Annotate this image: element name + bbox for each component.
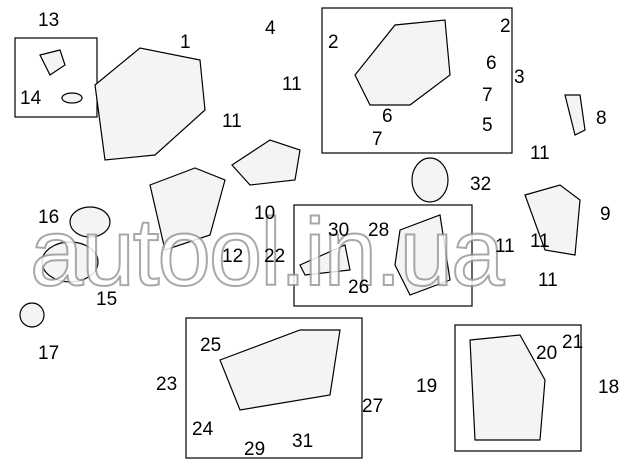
callout-11: 11 <box>495 236 515 257</box>
callout-16: 16 <box>38 207 59 228</box>
resonator-32 <box>411 157 449 203</box>
clamp-17 <box>19 302 45 328</box>
callout-30: 30 <box>328 220 349 241</box>
callout-6: 6 <box>486 53 497 74</box>
bracket-10 <box>231 139 301 186</box>
callout-11: 11 <box>530 231 550 252</box>
callout-31: 31 <box>292 431 313 452</box>
callout-14: 14 <box>20 88 42 109</box>
callout-7: 7 <box>482 85 493 106</box>
callout-6: 6 <box>382 106 393 127</box>
callout-7: 7 <box>372 129 383 150</box>
bracket-8 <box>564 94 586 136</box>
watermark: autool.in.ua <box>30 199 505 306</box>
group-box-23 <box>185 317 363 459</box>
group-box-13 <box>14 37 98 118</box>
callout-10: 10 <box>254 203 275 224</box>
air-filter-element <box>149 167 226 251</box>
resonator-23 <box>219 329 341 411</box>
callout-29: 29 <box>244 439 265 460</box>
callout-25: 25 <box>200 335 221 356</box>
bracket-26 <box>299 244 351 276</box>
callout-11: 11 <box>222 111 242 132</box>
air-cleaner-cover <box>354 19 451 106</box>
callout-18: 18 <box>598 377 619 398</box>
callout-27: 27 <box>362 396 383 417</box>
callout-32: 32 <box>470 174 491 195</box>
callout-19: 19 <box>416 376 437 397</box>
group-box-22 <box>293 204 473 307</box>
callout-1: 1 <box>180 32 191 53</box>
resonator-18 <box>469 334 546 441</box>
callout-4: 4 <box>265 18 276 39</box>
callout-2: 2 <box>500 16 511 37</box>
intake-tube <box>394 214 451 296</box>
callout-23: 23 <box>156 374 177 395</box>
callout-13: 13 <box>38 10 59 31</box>
bracket-9 <box>524 184 581 256</box>
callout-11: 11 <box>282 74 302 95</box>
callout-15: 15 <box>96 289 117 310</box>
callout-21: 21 <box>562 332 583 353</box>
callout-28: 28 <box>368 220 389 241</box>
callout-17: 17 <box>38 343 59 364</box>
callout-8: 8 <box>596 108 607 129</box>
group-box-3 <box>321 7 513 154</box>
clamp-16 <box>69 206 111 238</box>
intake-duct-15 <box>41 241 99 283</box>
callout-12: 12 <box>222 246 243 267</box>
callout-11: 11 <box>530 143 550 164</box>
callout-26: 26 <box>348 277 369 298</box>
callout-20: 20 <box>536 343 557 364</box>
group-box-18 <box>454 324 582 452</box>
callout-3: 3 <box>514 67 525 88</box>
callout-9: 9 <box>600 204 611 225</box>
air-cleaner-housing-lower <box>94 47 206 161</box>
callout-22: 22 <box>264 246 285 267</box>
callout-24: 24 <box>192 419 214 440</box>
callout-2: 2 <box>328 32 339 53</box>
sensor-13 <box>39 49 66 76</box>
callout-11: 11 <box>538 270 558 291</box>
seal-14 <box>61 92 83 104</box>
callout-5: 5 <box>482 115 493 136</box>
